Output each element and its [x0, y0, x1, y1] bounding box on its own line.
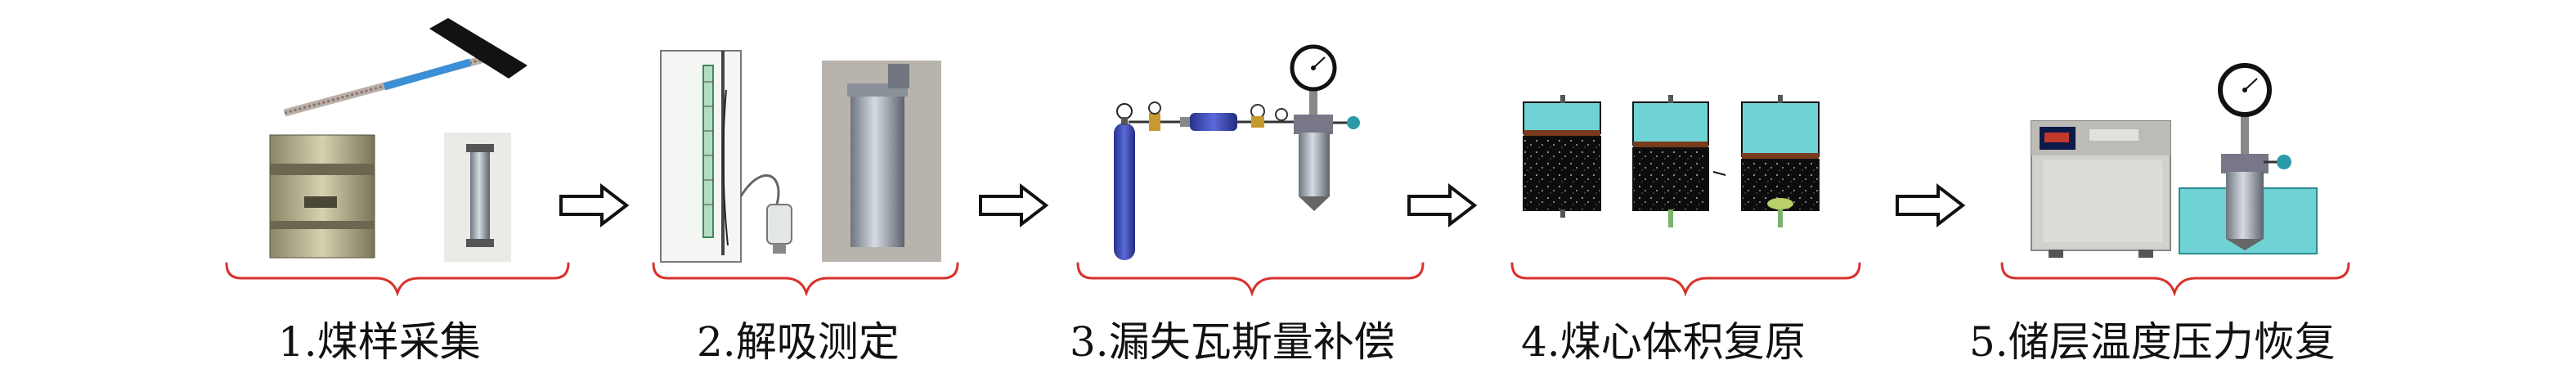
flow-arrow: [979, 182, 1049, 228]
flow-arrow: [559, 182, 630, 228]
coal-core-icon: [1523, 95, 1820, 227]
brace: [1076, 262, 1425, 297]
desorption-apparatus-icon: [660, 50, 792, 263]
flow-arrow: [1407, 182, 1478, 228]
gas-cylinder-icon: [1114, 103, 1135, 260]
sampler-tool-icon: [283, 18, 527, 117]
water-bath-icon: [2031, 120, 2171, 258]
step-2-caption: 2.解吸测定: [697, 318, 900, 366]
flow-arrow: [1896, 182, 1966, 228]
gas-pipeline: [1129, 101, 1317, 131]
heated-canister-icon: [2179, 63, 2318, 254]
brace: [652, 262, 959, 297]
brace: [225, 262, 570, 297]
desorption-canister-photo: [822, 61, 941, 262]
step-5-caption: 5.储层温度压力恢复: [1969, 318, 2336, 366]
sample-canister-icon: [269, 134, 375, 259]
step-3-caption: 3.漏失瓦斯量补偿: [1070, 318, 1395, 366]
pressure-gauge-icon: [1290, 44, 1337, 121]
adsorption-canister-icon: [1294, 115, 1360, 211]
sample-tube-photo: [444, 133, 511, 262]
step-4-caption: 4.煤心体积复原: [1521, 318, 1806, 366]
step-1-caption: 1.煤样采集: [278, 318, 481, 366]
brace: [2000, 262, 2350, 297]
brace: [1510, 262, 1861, 297]
